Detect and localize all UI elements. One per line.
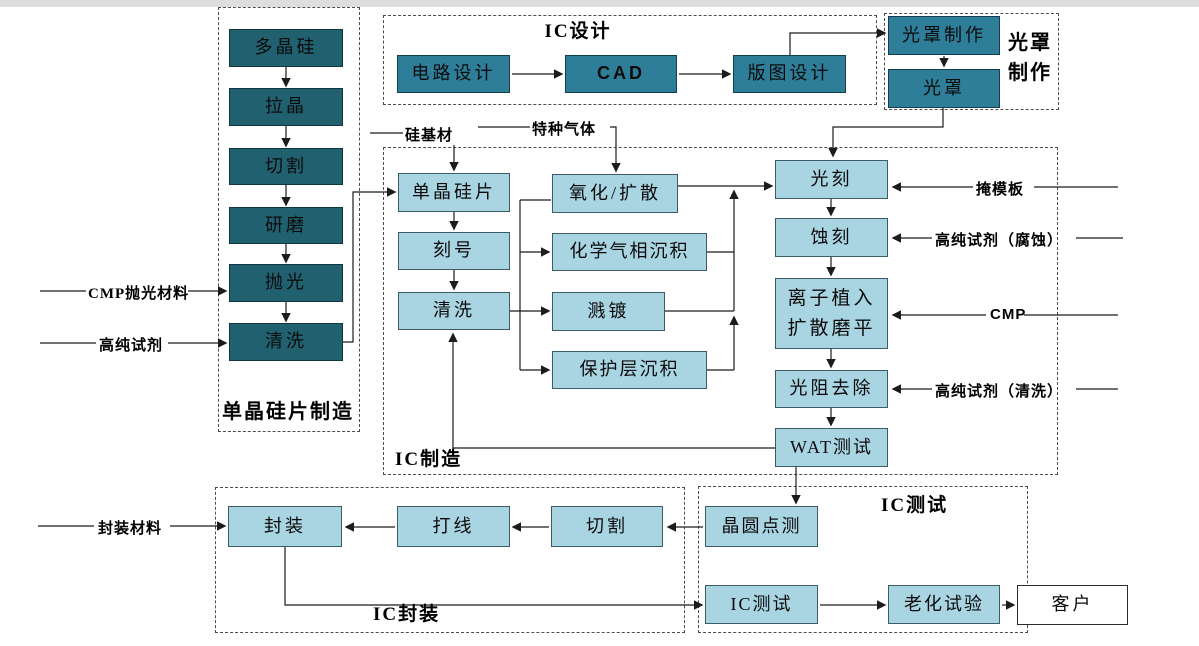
top-border-strip: [0, 0, 1199, 7]
group-title-ic-test: IC测试: [881, 495, 949, 516]
group-ic-pkg: [215, 487, 685, 633]
group-title-mask-making: 光罩 制作: [1008, 32, 1052, 84]
input-label-high-purity-reagent: 高纯试剂: [99, 338, 164, 354]
group-title-ic-mfg: IC制造: [395, 449, 463, 470]
node-customer: 客户: [1017, 585, 1128, 625]
group-title-ic-pkg: IC封装: [373, 604, 441, 625]
group-wafer-mfg: [218, 7, 360, 432]
group-mask-making: [884, 13, 1059, 110]
node-wat-test: WAT测试: [775, 428, 888, 467]
node-wafer-probing: 晶圆点测: [705, 506, 818, 547]
group-title-ic-design: IC设计: [544, 21, 612, 42]
input-label-cmp: CMP: [990, 306, 1027, 323]
input-label-reagent-etch: 高纯试剂（腐蚀）: [935, 233, 1064, 249]
node-ion-implant-planarize: 离子植入 扩散磨平: [775, 278, 888, 349]
node-mono-wafer: 单晶硅片: [398, 173, 510, 212]
group-title-wafer-mfg: 单晶硅片制造: [222, 401, 354, 423]
node-protective-deposition: 保护层沉积: [552, 351, 707, 389]
node-cvd: 化学气相沉积: [552, 233, 707, 271]
node-mask-making: 光罩制作: [888, 16, 1000, 55]
node-polishing: 抛光: [229, 264, 343, 302]
node-poly-silicon: 多晶硅: [229, 29, 343, 67]
input-label-reagent-clean: 高纯试剂（清洗）: [935, 384, 1064, 400]
node-mask: 光罩: [888, 69, 1000, 108]
node-cleaning-wafer: 清洗: [229, 323, 343, 361]
node-etching: 蚀刻: [775, 218, 888, 257]
node-packaging: 封装: [228, 506, 342, 547]
node-crystal-pulling: 拉晶: [229, 88, 343, 126]
group-ic-test: [698, 486, 1028, 633]
node-wafer-cutting: 切割: [229, 148, 343, 185]
input-label-silicon-substrate: 硅基材: [405, 128, 454, 144]
node-sputtering: 溅镀: [552, 292, 665, 331]
node-burn-in-test: 老化试验: [888, 585, 1000, 624]
node-marking: 刻号: [398, 232, 510, 270]
node-ic-test: IC测试: [705, 585, 818, 624]
node-circuit-design: 电路设计: [397, 55, 510, 93]
group-ic-mfg: [383, 147, 1058, 475]
node-layout-design: 版图设计: [733, 55, 846, 93]
node-cad: CAD: [565, 55, 677, 93]
group-ic-design: [383, 15, 877, 105]
node-grinding: 研磨: [229, 207, 343, 244]
input-label-packaging-material: 封装材料: [98, 521, 163, 537]
node-wire-bonding: 打线: [397, 506, 510, 547]
input-label-special-gas: 特种气体: [532, 122, 597, 138]
input-label-mask-plate: 掩模板: [976, 182, 1025, 198]
input-label-cmp-polish-material: CMP抛光材料: [88, 286, 190, 302]
node-cleaning-fab: 清洗: [398, 292, 510, 330]
node-lithography: 光刻: [775, 160, 888, 199]
node-dicing: 切割: [551, 506, 663, 547]
node-oxidation-diffusion: 氧化/扩散: [552, 174, 678, 213]
node-photoresist-removal: 光阻去除: [775, 370, 888, 408]
